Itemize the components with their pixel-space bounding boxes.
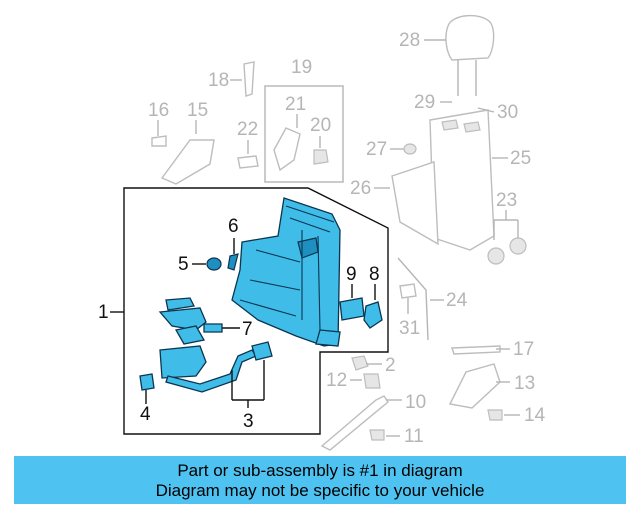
seat-back-outline (391, 109, 495, 251)
part-2-nut (351, 355, 369, 371)
part-10-rod (320, 395, 389, 451)
callout-31: 31 (399, 318, 420, 339)
callout-3: 3 (243, 411, 254, 432)
callout-9: 9 (346, 264, 357, 285)
seat-back-frame (231, 197, 341, 347)
part-22-bolt (237, 155, 259, 169)
banner-line-1: Part or sub-assembly is #1 in diagram (177, 461, 463, 480)
callout-24: 24 (446, 290, 468, 311)
callout-28: 28 (399, 30, 420, 51)
callout-7: 7 (242, 319, 253, 340)
part-12-bolt (363, 373, 381, 389)
callout-4: 4 (140, 404, 151, 425)
part-15-cover (160, 139, 215, 185)
callout-17: 17 (513, 339, 534, 360)
part-5-nut (206, 257, 222, 271)
part-14-bolt (487, 409, 503, 421)
callout-14: 14 (524, 405, 546, 426)
part-7-bolt (203, 323, 223, 333)
callout-10: 10 (405, 392, 426, 413)
callout-26: 26 (350, 178, 371, 199)
hinge-link (174, 325, 206, 345)
hinge-plate (158, 307, 207, 331)
callout-29: 29 (414, 92, 435, 113)
callout-6: 6 (228, 216, 239, 237)
lower-bracket (159, 345, 207, 379)
callout-13: 13 (514, 373, 535, 394)
callout-5: 5 (178, 254, 189, 275)
hinge-upper (165, 297, 195, 311)
callout-16: 16 (148, 100, 169, 121)
assembly-1-frame (123, 187, 389, 435)
callout-30: 30 (497, 102, 518, 123)
part-13-cover (448, 363, 501, 409)
part-11-bolt (369, 429, 385, 441)
callout-11: 11 (404, 426, 424, 447)
callout-20: 20 (310, 115, 331, 136)
callout-22: 22 (237, 119, 258, 140)
part-27-clip (403, 143, 417, 155)
part-23-grommet-b (509, 237, 527, 255)
headrest-part (445, 15, 495, 96)
part-6-clip (227, 253, 239, 271)
callout-23: 23 (496, 190, 517, 211)
callout-21: 21 (285, 94, 306, 115)
part-18 (243, 61, 255, 97)
callout-18: 18 (208, 70, 229, 91)
part-21 (273, 127, 301, 172)
callout-19: 19 (291, 57, 312, 78)
callout-2: 2 (385, 355, 396, 376)
parts-diagram: 28 18 19 21 20 16 15 22 29 30 27 25 26 2… (98, 15, 546, 451)
banner-line-2: Diagram may not be specific to your vehi… (155, 481, 485, 500)
part-8-cover (363, 301, 383, 329)
part-4-bolt (139, 373, 155, 391)
callout-15: 15 (187, 100, 208, 121)
part-24-rod (397, 257, 429, 341)
callout-12: 12 (326, 370, 347, 391)
callout-25: 25 (510, 148, 531, 169)
part-9-bracket (339, 297, 365, 321)
part-31-clip (399, 283, 417, 299)
part-20 (313, 149, 329, 165)
disclaimer-banner: Part or sub-assembly is #1 in diagram Di… (14, 456, 626, 504)
release-handle (251, 341, 273, 361)
part-16-bolt (151, 135, 167, 147)
callout-27: 27 (366, 139, 387, 160)
part-17-strip (451, 345, 501, 355)
part-23-grommet-a (487, 247, 505, 265)
callout-8: 8 (369, 264, 380, 285)
callout-1: 1 (98, 302, 109, 323)
